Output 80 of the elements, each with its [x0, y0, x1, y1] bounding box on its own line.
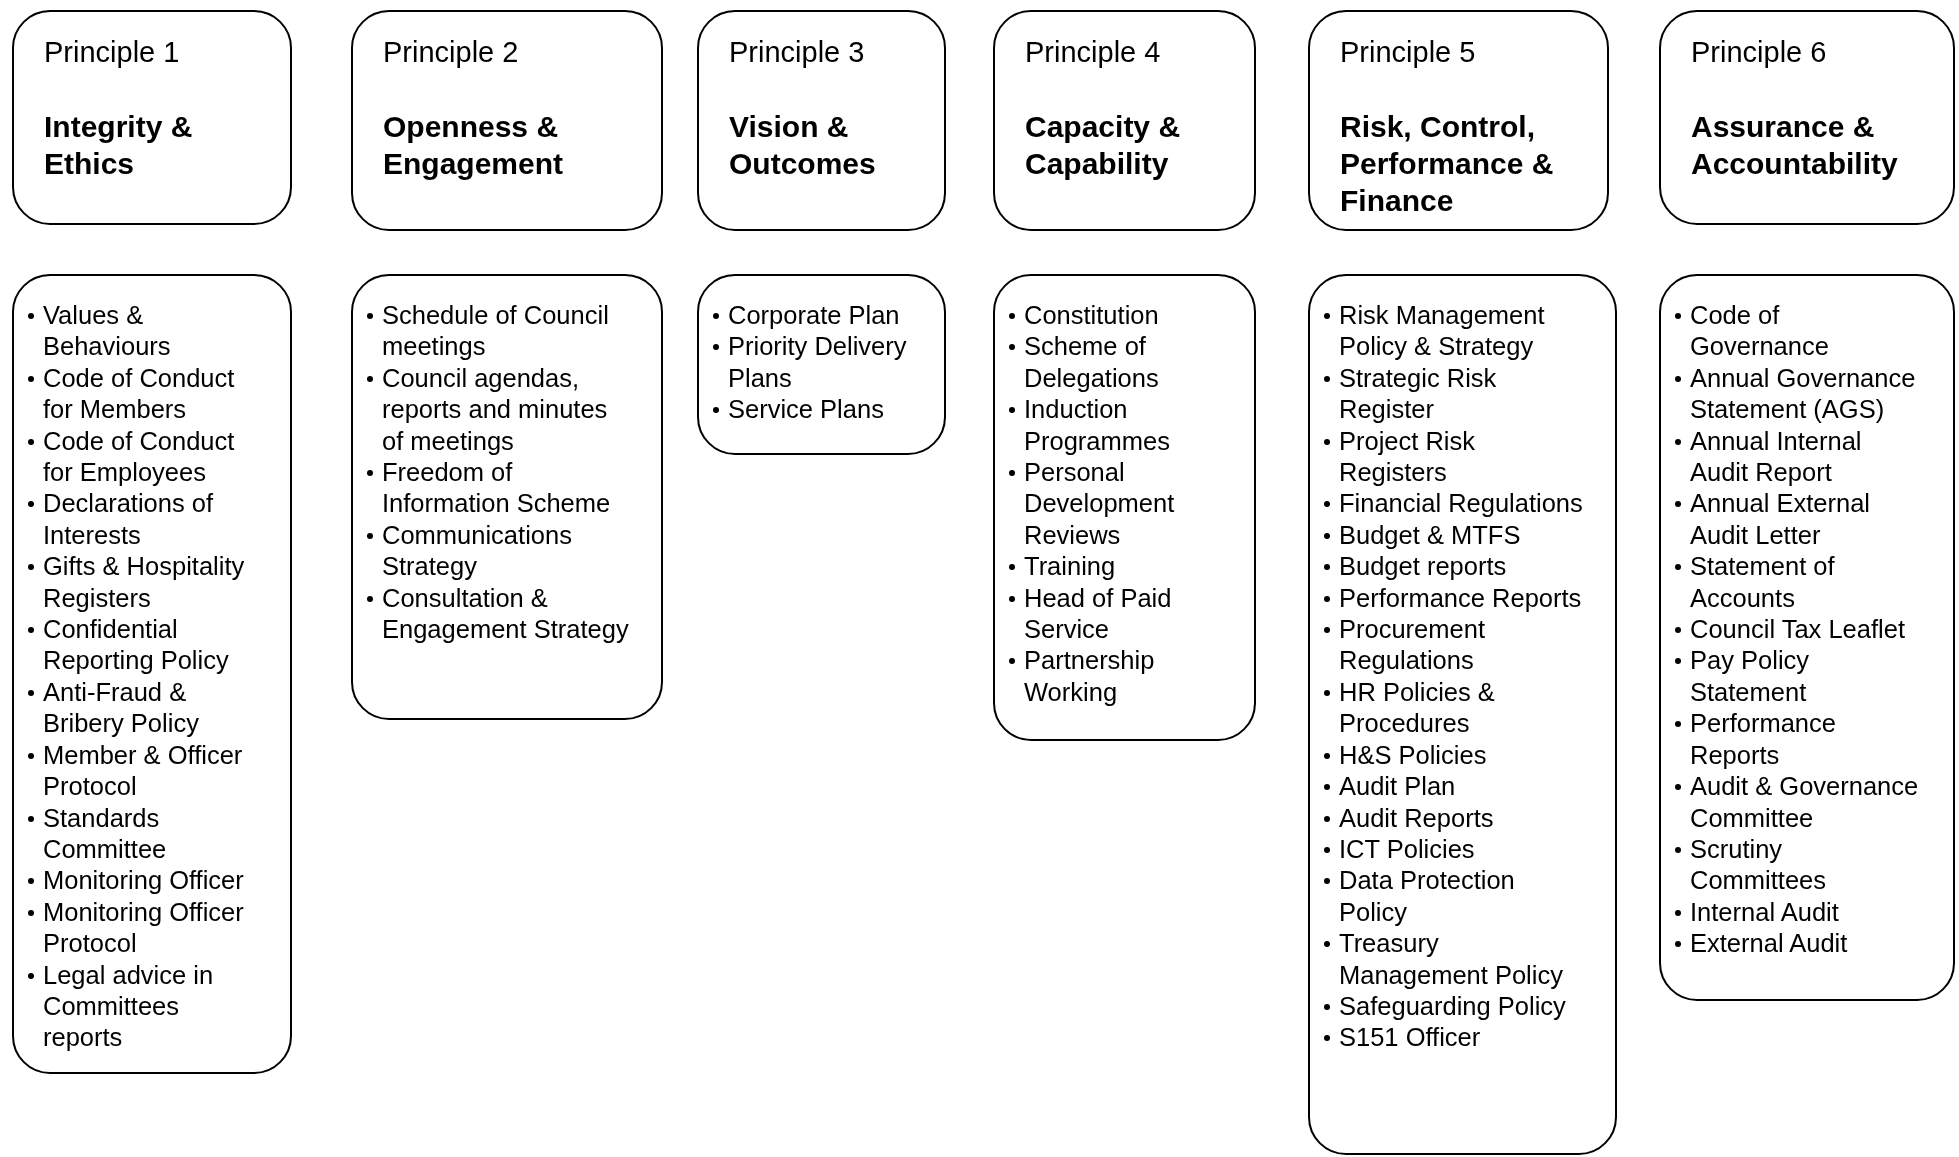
list-item: Training — [1024, 551, 1116, 583]
list-item: Performance Reports — [1690, 708, 1837, 771]
list-item: Monitoring Officer Protocol — [43, 896, 245, 960]
principle-box — [993, 10, 1256, 231]
list-item: H&S Policies — [1339, 739, 1487, 771]
list-item: ICT Policies — [1339, 833, 1475, 865]
principle-title: Vision & Outcomes — [729, 109, 877, 182]
list-item: Monitoring Officer — [43, 865, 244, 897]
list-item: Internal Audit — [1690, 896, 1839, 928]
principle-number: Principle 4 — [1025, 35, 1162, 70]
list-item: S151 Officer — [1339, 1022, 1481, 1054]
list-item: Annual External Audit Letter — [1690, 488, 1872, 551]
list-item: Constitution — [1024, 300, 1159, 331]
list-item: Confidential Reporting Policy — [43, 614, 230, 677]
list-item: Audit & Governance Committee — [1690, 771, 1920, 834]
list-item: Audit Plan — [1339, 771, 1456, 803]
principle-number: Principle 1 — [44, 35, 181, 70]
list-item: Communications Strategy — [382, 519, 573, 583]
list-item: Pay Policy Statement — [1690, 645, 1811, 708]
list-item: Code of Governance — [1690, 300, 1830, 363]
principle-number: Principle 6 — [1691, 35, 1828, 70]
list-item: Priority Delivery Plans — [728, 331, 908, 394]
principle-title: Assurance & Accountability — [1691, 109, 1899, 182]
list-item: Financial Regulations — [1339, 488, 1583, 520]
principle-title: Openness & Engagement — [383, 109, 565, 182]
principle-box — [12, 10, 292, 225]
principle-number: Principle 3 — [729, 35, 866, 70]
list-item: Council agendas, reports and minutes of meetings — [382, 362, 609, 457]
list-item: Standards Committee — [43, 802, 168, 865]
list-item: Gifts & Hospitality Registers — [43, 551, 246, 614]
list-item: Data Protection Policy — [1339, 865, 1516, 928]
list-item: Annual Internal Audit Report — [1690, 425, 1863, 489]
principle-title: Capacity & Capability — [1025, 109, 1182, 182]
list-item: Declarations of Interests — [43, 488, 215, 551]
list-item: Partnership Working — [1024, 645, 1156, 708]
list-item: Performance Reports — [1339, 582, 1582, 614]
list-item: Anti-Fraud & Bribery Policy — [43, 676, 200, 740]
principle-number: Principle 2 — [383, 35, 520, 70]
list-item: Schedule of Council meetings — [382, 300, 610, 363]
list-item: Annual Governance Statement (AGS) — [1690, 362, 1917, 426]
list-box — [993, 274, 1256, 741]
list-item: Legal advice in Committees reports — [43, 959, 215, 1054]
list-item: External Audit — [1690, 928, 1848, 960]
list-item: Council Tax Leaflet — [1690, 614, 1905, 646]
list-box — [697, 274, 946, 455]
principle-box — [351, 10, 663, 231]
principle-box — [697, 10, 946, 231]
list-item: Induction Programmes — [1024, 394, 1171, 457]
principle-box — [1659, 10, 1955, 225]
principle-title: Risk, Control, Performance & Finance — [1340, 109, 1555, 219]
principle-number: Principle 5 — [1340, 35, 1477, 70]
list-item: Code of Conduct for Members — [43, 362, 236, 426]
principle-box — [1308, 10, 1609, 231]
list-item: Code of Conduct for Employees — [43, 425, 236, 489]
list-box — [1308, 274, 1617, 1155]
list-item: Treasury Management Policy — [1339, 928, 1564, 991]
list-item: Corporate Plan — [728, 300, 900, 331]
list-item: Scrutiny Committees — [1690, 833, 1828, 897]
list-box — [12, 274, 292, 1074]
list-item: Budget reports — [1339, 551, 1507, 583]
list-box — [1659, 274, 1955, 1001]
list-box — [351, 274, 663, 720]
principle-title: Integrity & Ethics — [44, 109, 194, 182]
list-item: Member & Officer Protocol — [43, 739, 244, 803]
list-item: Head of Paid Service — [1024, 582, 1173, 646]
list-item: Strategic Risk Register — [1339, 362, 1498, 426]
list-item: HR Policies & Procedures — [1339, 676, 1496, 740]
list-item: Procurement Regulations — [1339, 614, 1486, 677]
list-item: Freedom of Information Scheme — [382, 457, 612, 520]
list-item: Service Plans — [728, 394, 884, 426]
list-item: Budget & MTFS — [1339, 519, 1521, 551]
list-item: Personal Development Reviews — [1024, 457, 1176, 551]
list-item: Consultation & Engagement Strategy — [382, 582, 630, 646]
list-item: Risk Management Policy & Strategy — [1339, 300, 1546, 363]
list-item: Project Risk Registers — [1339, 425, 1477, 489]
list-item: Safeguarding Policy — [1339, 990, 1566, 1022]
list-item: Values & Behaviours — [43, 300, 172, 363]
list-item: Scheme of Delegations — [1024, 331, 1160, 394]
list-item: Statement of Accounts — [1690, 551, 1836, 614]
list-item: Audit Reports — [1339, 802, 1494, 834]
